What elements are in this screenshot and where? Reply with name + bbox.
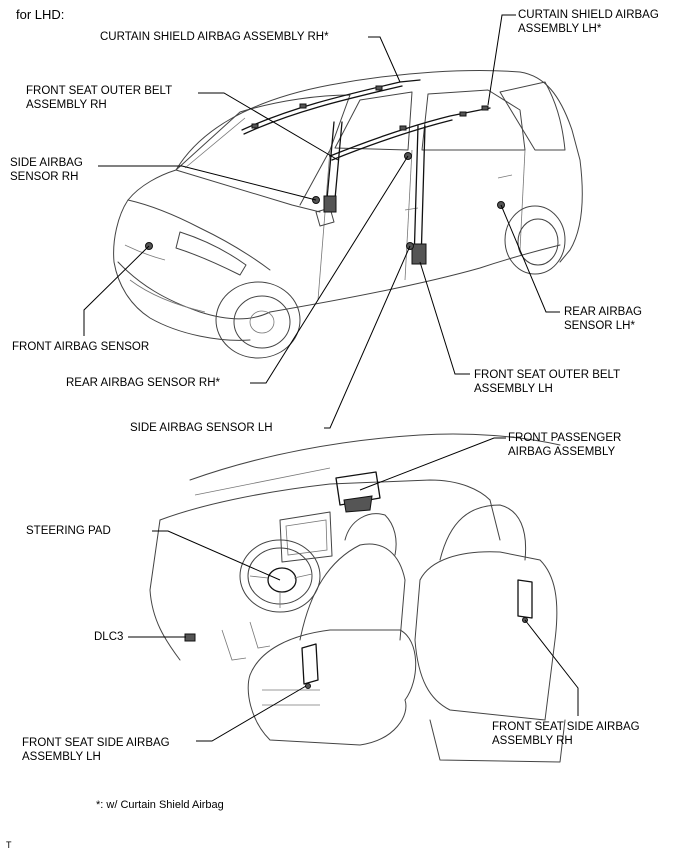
label-curtain-shield-airbag-rh: CURTAIN SHIELD AIRBAG ASSEMBLY RH* [100, 31, 329, 43]
label-rear-airbag-sensor-rh: REAR AIRBAG SENSOR RH* [66, 377, 221, 389]
curtain-shield-airbag-lh [329, 105, 491, 161]
label-steering-pad: STEERING PAD [26, 525, 111, 537]
label-dlc3: DLC3 [94, 631, 124, 643]
footnote: *: w/ Curtain Shield Airbag [96, 799, 224, 811]
header-for-lhd: for LHD: [16, 7, 65, 22]
vehicle-illustration [113, 70, 583, 359]
front-seat-outer-belt-rh [323, 121, 343, 213]
label-front-airbag-sensor: FRONT AIRBAG SENSOR [12, 341, 150, 353]
front-seat-outer-belt-lh [411, 125, 427, 265]
corner-mark: T [6, 840, 12, 850]
interior-illustration [149, 433, 566, 763]
curtain-shield-airbag-rh [241, 79, 421, 135]
leader-lines [83, 14, 579, 742]
label-side-airbag-sensor-lh: SIDE AIRBAG SENSOR LH [130, 422, 273, 434]
